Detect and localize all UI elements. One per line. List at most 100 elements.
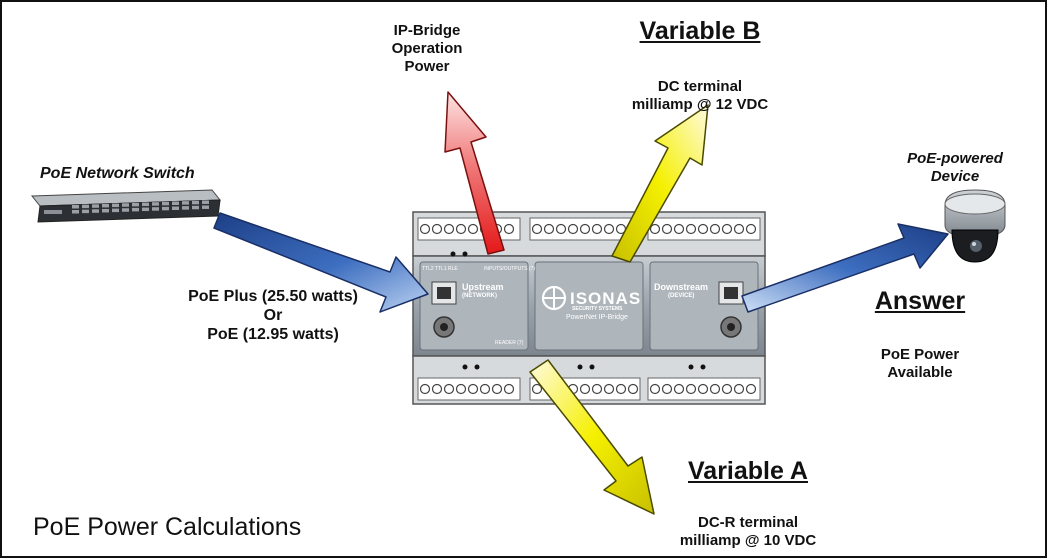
terminal-screw xyxy=(531,383,543,395)
terminal-screw xyxy=(733,223,745,235)
terminal-screw xyxy=(615,383,627,395)
ip-bridge-line-2: Operation xyxy=(391,40,463,57)
poe-device-line-1: PoE-powered xyxy=(907,150,1003,167)
downstream-label: Downstream xyxy=(654,282,709,292)
poe-output-arrow xyxy=(741,223,949,313)
switch-port xyxy=(82,204,89,209)
terminal-screw xyxy=(503,223,515,235)
switch-port xyxy=(122,203,129,207)
terminal-screw xyxy=(721,383,733,395)
terminal-screw xyxy=(709,383,721,395)
dc-terminal-line-1: DC terminal xyxy=(657,78,743,95)
switch-port xyxy=(112,208,119,213)
switch-port xyxy=(162,201,169,206)
switch-port xyxy=(102,203,109,208)
ip-bridge-device xyxy=(412,211,766,405)
variable-a-arrow xyxy=(529,359,655,515)
terminal-screw xyxy=(419,223,431,235)
dcr-terminal-line-2: milliamp @ 10 VDC xyxy=(679,532,817,549)
terminal-screw xyxy=(685,223,697,235)
dome-camera-icon xyxy=(944,189,1006,263)
variable-a-heading: Variable A xyxy=(688,457,808,485)
upstream-sublabel: (NETWORK) xyxy=(462,293,497,299)
switch-port xyxy=(182,206,189,210)
terminal-screw xyxy=(431,223,443,235)
ip-bridge-line-3: Power xyxy=(404,58,450,75)
ip-bridge-line-1: IP-Bridge xyxy=(393,22,461,39)
switch-port xyxy=(152,202,159,206)
switch-port xyxy=(92,204,99,208)
terminal-screw xyxy=(721,223,733,235)
brand-sublabel: SECURITY SYSTEMS xyxy=(572,306,623,312)
terminal-screw xyxy=(443,383,455,395)
terminal-screw xyxy=(603,383,615,395)
terminal-screw xyxy=(491,383,503,395)
terminal-screw xyxy=(555,223,567,235)
terminal-screw xyxy=(543,223,555,235)
poe-input-arrow xyxy=(213,212,429,313)
terminal-screw xyxy=(697,383,709,395)
terminal-screw xyxy=(531,223,543,235)
switch-port xyxy=(202,205,209,209)
switch-port xyxy=(182,201,189,205)
switch-port xyxy=(112,203,119,208)
dc-terminal-label: DC terminal milliamp @ 12 VDC xyxy=(605,78,795,114)
model-label: PowerNet IP-Bridge xyxy=(566,314,628,321)
terminal-screw xyxy=(673,223,685,235)
reader-label: READER (7) xyxy=(495,340,524,346)
terminal-screw xyxy=(673,383,685,395)
terminal-screw xyxy=(431,383,443,395)
switch-port xyxy=(202,200,209,204)
terminal-screw xyxy=(455,383,467,395)
downstream-sublabel: (DEVICE) xyxy=(668,293,695,299)
terminal-screw xyxy=(579,383,591,395)
switch-port xyxy=(172,201,179,205)
poe-device-line-2: Device xyxy=(930,168,980,185)
poe-available-label: PoE Power Available xyxy=(860,346,980,382)
switch-port xyxy=(102,208,109,213)
switch-port xyxy=(142,202,149,207)
terminal-screw xyxy=(419,383,431,395)
terminal-screw xyxy=(661,223,673,235)
terminal-screw xyxy=(479,383,491,395)
poe-switch-label: PoE Network Switch xyxy=(40,165,195,182)
switch-port xyxy=(172,206,179,210)
ip-bridge-label: IP-Bridge Operation Power xyxy=(372,22,482,76)
switch-port xyxy=(192,200,199,205)
terminal-screw xyxy=(627,383,639,395)
brand-logo: ISONAS xyxy=(570,289,642,308)
switch-port xyxy=(72,210,79,214)
network-switch-icon xyxy=(30,189,222,223)
variable-b-heading: Variable B xyxy=(639,17,761,45)
switch-port xyxy=(142,207,149,212)
io-label: INPUTS/OUTPUTS (7) xyxy=(484,266,536,272)
terminal-screw xyxy=(591,383,603,395)
terminal-screw xyxy=(649,383,661,395)
terminal-screw xyxy=(697,223,709,235)
poe-input-label: PoE Plus (25.50 watts) Or PoE (12.95 wat… xyxy=(168,287,378,345)
switch-port xyxy=(132,202,139,207)
terminal-screw xyxy=(579,223,591,235)
terminal-screw xyxy=(443,223,455,235)
poe-available-line-2: Available xyxy=(887,364,953,381)
terminal-screw xyxy=(567,223,579,235)
terminal-screw xyxy=(661,383,673,395)
terminal-screw xyxy=(603,223,615,235)
poe-input-line-3: PoE (12.95 watts) xyxy=(207,326,339,344)
terminal-screw xyxy=(649,223,661,235)
terminal-screw xyxy=(745,383,757,395)
terminal-screw xyxy=(733,383,745,395)
terminal-screw xyxy=(709,223,721,235)
operation-power-arrow xyxy=(444,91,505,255)
variable-b-arrow xyxy=(611,104,709,263)
switch-port xyxy=(152,207,159,211)
poe-input-line-2: Or xyxy=(263,307,283,325)
switch-port xyxy=(162,206,169,211)
terminal-screw xyxy=(455,223,467,235)
port-label-ttl: TTL2 TTL1 RLE xyxy=(422,266,458,272)
terminal-screw xyxy=(591,223,603,235)
switch-port xyxy=(82,209,89,214)
answer-heading: Answer xyxy=(874,287,966,315)
dcr-terminal-label: DC-R terminal milliamp @ 10 VDC xyxy=(648,514,848,550)
